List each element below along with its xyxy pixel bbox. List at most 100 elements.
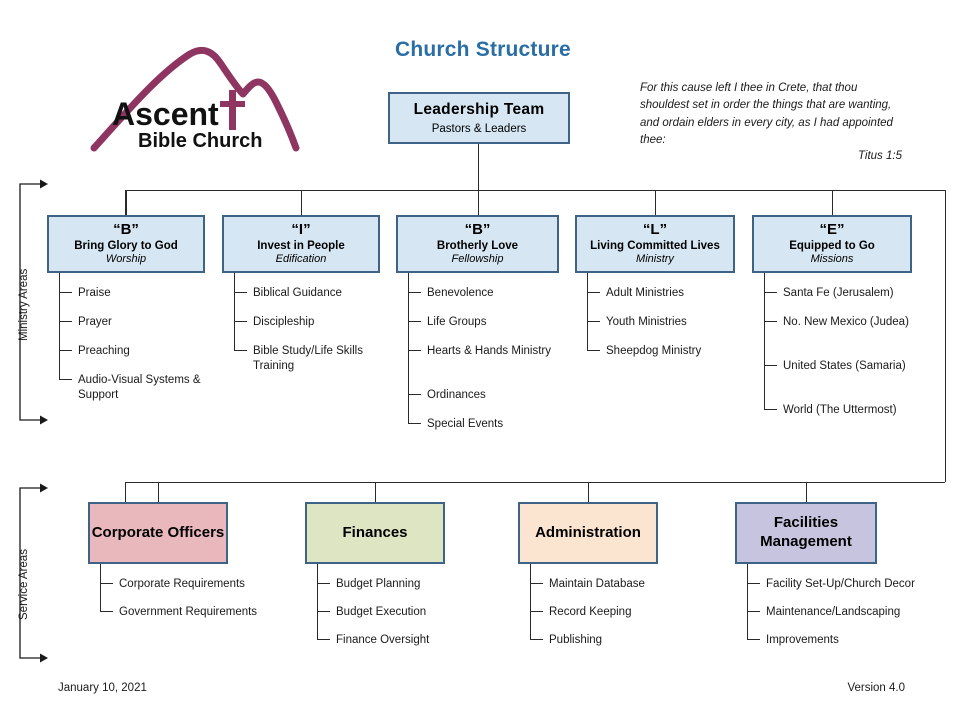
ministry-2-leaf-dash-3 <box>408 394 421 395</box>
ascent-bible-church-logo: Ascent Bible Church <box>90 38 300 153</box>
ministry-4-item-0[interactable]: Santa Fe (Jerusalem) <box>783 287 894 299</box>
ministry-2-item-0[interactable]: Benevolence <box>427 287 494 299</box>
ministry-3-leaf-dash-1 <box>587 321 600 322</box>
connector-ministry-0-stem <box>126 190 127 215</box>
connector-ministry-bus <box>125 190 945 191</box>
ministry-0-name: Bring Glory to God <box>74 239 178 252</box>
service-2-item-2[interactable]: Publishing <box>549 634 603 646</box>
ministry-0-item-2[interactable]: Preaching <box>78 345 130 357</box>
ministry-3-letter: “L” <box>642 221 668 239</box>
ministry-2-item-4[interactable]: Special Events <box>427 418 504 430</box>
service-0-item-0[interactable]: Corporate Requirements <box>119 578 245 590</box>
leadership-team-name: Leadership Team <box>413 101 545 119</box>
ministry-2-leaf-spine <box>408 273 409 423</box>
service-3-item-1[interactable]: Maintenance/Landscaping <box>766 606 901 618</box>
ministry-0-leaf-dash-2 <box>59 350 72 351</box>
connector-leadership-stem <box>478 144 479 190</box>
ministry-3-leaf-dash-2 <box>587 350 600 351</box>
service-1-item-2[interactable]: Finance Oversight <box>336 634 430 646</box>
service-2-leaf-dash-2 <box>530 639 543 640</box>
service-3-leaf-dash-2 <box>747 639 760 640</box>
node-service-2[interactable]: Administration <box>518 502 658 564</box>
connector-service-2-stem <box>588 482 589 502</box>
service-1-item-1[interactable]: Budget Execution <box>336 606 427 618</box>
service-0-leaf-dash-0 <box>100 583 113 584</box>
node-service-3[interactable]: Facilities Management <box>735 502 877 564</box>
ministry-2-leaf-dash-1 <box>408 321 421 322</box>
service-2-item-1[interactable]: Record Keeping <box>549 606 632 618</box>
service-1-leaf-dash-2 <box>317 639 330 640</box>
ministry-0-subtitle: Worship <box>105 252 147 265</box>
ministry-1-leaf-dash-0 <box>234 292 247 293</box>
service-2-leaf-spine <box>530 564 531 639</box>
ministry-1-leaf-dash-2 <box>234 350 247 351</box>
ministry-1-leaf-dash-1 <box>234 321 247 322</box>
ministry-1-leaf-spine <box>234 273 235 350</box>
connector-bus-left-cap <box>125 190 126 215</box>
ministry-1-item-1[interactable]: Discipleship <box>253 316 315 328</box>
service-3-leaf-spine <box>747 564 748 639</box>
service-1-name: Finances <box>342 523 408 541</box>
ministry-4-leaf-dash-0 <box>764 292 777 293</box>
ministry-2-leaf-dash-0 <box>408 292 421 293</box>
ministry-4-item-1[interactable]: No. New Mexico (Judea) <box>783 316 909 328</box>
ministry-2-item-2[interactable]: Hearts & Hands Ministry <box>427 345 551 357</box>
service-3-leaf-dash-1 <box>747 611 760 612</box>
ministry-3-item-1[interactable]: Youth Ministries <box>606 316 687 328</box>
ministry-3-item-0[interactable]: Adult Ministries <box>606 287 684 299</box>
node-service-0[interactable]: Corporate Officers <box>88 502 228 564</box>
service-2-leaf-dash-1 <box>530 611 543 612</box>
bracket-label-service-areas: Service Areas <box>18 549 30 621</box>
node-service-1[interactable]: Finances <box>305 502 445 564</box>
connector-ministry-3-stem <box>655 190 656 215</box>
ministry-3-leaf-spine <box>587 273 588 350</box>
ministry-2-item-3[interactable]: Ordinances <box>427 389 486 401</box>
ministry-0-leaf-dash-1 <box>59 321 72 322</box>
service-0-item-1[interactable]: Government Requirements <box>119 606 258 618</box>
service-3-item-2[interactable]: Improvements <box>766 634 839 646</box>
service-1-item-0[interactable]: Budget Planning <box>336 578 421 590</box>
connector-ministry-4-stem <box>832 190 833 215</box>
ministry-0-letter: “B” <box>113 221 139 239</box>
ministry-2-leaf-dash-4 <box>408 423 421 424</box>
logo-word-bible-church: Bible Church <box>138 130 262 152</box>
ministry-2-item-1[interactable]: Life Groups <box>427 316 487 328</box>
connector-right-riser <box>945 190 946 482</box>
scripture-quote: For this cause left I thee in Crete, tha… <box>640 82 893 146</box>
ministry-2-subtitle: Fellowship <box>451 252 504 265</box>
service-2-item-0[interactable]: Maintain Database <box>549 578 645 590</box>
ministry-2-name: Brotherly Love <box>436 239 519 252</box>
bracket-label-ministry-areas: Ministry Areas <box>18 268 30 342</box>
ministry-4-subtitle: Missions <box>810 252 854 265</box>
leadership-team-subtitle: Pastors & Leaders <box>431 122 527 135</box>
ministry-4-item-3[interactable]: World (The Uttermost) <box>783 404 897 416</box>
ministry-4-leaf-dash-3 <box>764 409 777 410</box>
connector-ministry-1-stem <box>301 190 302 215</box>
ministry-0-item-1[interactable]: Prayer <box>78 316 112 328</box>
ministry-0-leaf-dash-0 <box>59 292 72 293</box>
service-0-leaf-dash-1 <box>100 611 113 612</box>
ministry-0-item-3[interactable]: Audio-Visual Systems & Support <box>78 374 201 401</box>
connector-service-bus-left-cap <box>125 482 126 502</box>
ministry-1-item-2[interactable]: Bible Study/Life Skills Training <box>253 345 363 372</box>
connector-service-1-stem <box>375 482 376 502</box>
ministry-3-subtitle: Ministry <box>636 252 674 265</box>
ministry-0-item-0[interactable]: Praise <box>78 287 111 299</box>
ministry-1-item-0[interactable]: Biblical Guidance <box>253 287 342 299</box>
service-0-name: Corporate Officers <box>91 523 225 541</box>
node-leadership-team[interactable]: Leadership Team Pastors & Leaders <box>388 92 570 144</box>
ministry-4-leaf-dash-1 <box>764 321 777 322</box>
ministry-4-item-2[interactable]: United States (Samaria) <box>783 360 906 372</box>
service-3-item-0[interactable]: Facility Set-Up/Church Decor <box>766 578 915 590</box>
footer-date: January 10, 2021 <box>58 682 147 694</box>
ministry-0-leaf-dash-3 <box>59 379 72 380</box>
service-1-leaf-dash-1 <box>317 611 330 612</box>
ministry-3-item-2[interactable]: Sheepdog Ministry <box>606 345 702 357</box>
service-2-leaf-dash-0 <box>530 583 543 584</box>
